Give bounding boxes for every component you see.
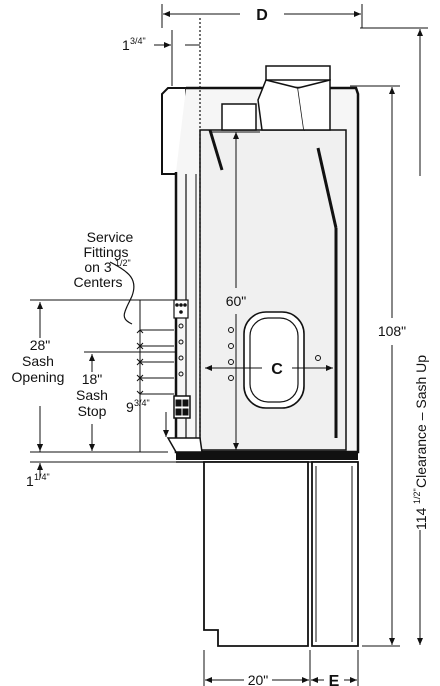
- sash-stop-line1: Sash: [76, 387, 108, 403]
- dim-60-label: 60": [226, 293, 247, 309]
- dim-e-label: E: [329, 673, 340, 686]
- dim-1-1-4-whole: 1: [26, 473, 34, 489]
- dim-1-3-4-whole: 1: [122, 37, 130, 53]
- dim-9-3-4-whole: 9: [126, 399, 134, 415]
- dim-20-label: 20": [248, 672, 269, 686]
- work-surface: [176, 452, 358, 460]
- dimension-lines: [30, 4, 428, 686]
- service-line3: on 3: [84, 259, 111, 275]
- airfoil-sill: [166, 437, 203, 453]
- sash-window-inner: [249, 317, 299, 403]
- exhaust-duct: [257, 79, 305, 131]
- clearance-frac: 1/2": [412, 488, 422, 504]
- base-cabinet: [203, 461, 359, 647]
- dim-d-label: D: [256, 7, 268, 24]
- service-line1: Service: [87, 229, 134, 245]
- dim-1-3-4-frac: 3/4": [130, 36, 146, 46]
- sash-stop-line2: Stop: [78, 403, 107, 419]
- service-fitting-box: [173, 299, 189, 319]
- sash-opening-line1: Sash: [22, 353, 54, 369]
- service-leader: [109, 261, 135, 325]
- dim-c-label: C: [271, 361, 283, 378]
- base-cabinet-left: [203, 461, 309, 647]
- dim-9-3-4-frac: 3/4": [134, 398, 150, 408]
- sash-opening-line2: Opening: [12, 369, 65, 385]
- dim-108-label: 108": [378, 323, 406, 339]
- labels: D C E 1 3/4" 60" 108" 28" Sash Opening 1…: [12, 7, 429, 686]
- dim-18-label: 18": [82, 371, 103, 387]
- top-box: [221, 103, 257, 131]
- clearance-text: Clearance – Sash Up: [413, 355, 429, 488]
- hood-body: [161, 18, 360, 463]
- service-line4: Centers: [73, 274, 122, 290]
- base-cabinet-right: [311, 461, 359, 647]
- clearance-label: 114 1/2" Clearance – Sash Up: [412, 355, 429, 530]
- service-line2: Fittings: [83, 244, 128, 260]
- clearance-prefix: 114: [413, 507, 429, 530]
- dim-1-1-4-frac: 1/4": [34, 472, 50, 482]
- exhaust-collar: [265, 65, 331, 81]
- dim-28-label: 28": [30, 337, 51, 353]
- service-line3-frac: 1/2": [115, 258, 131, 268]
